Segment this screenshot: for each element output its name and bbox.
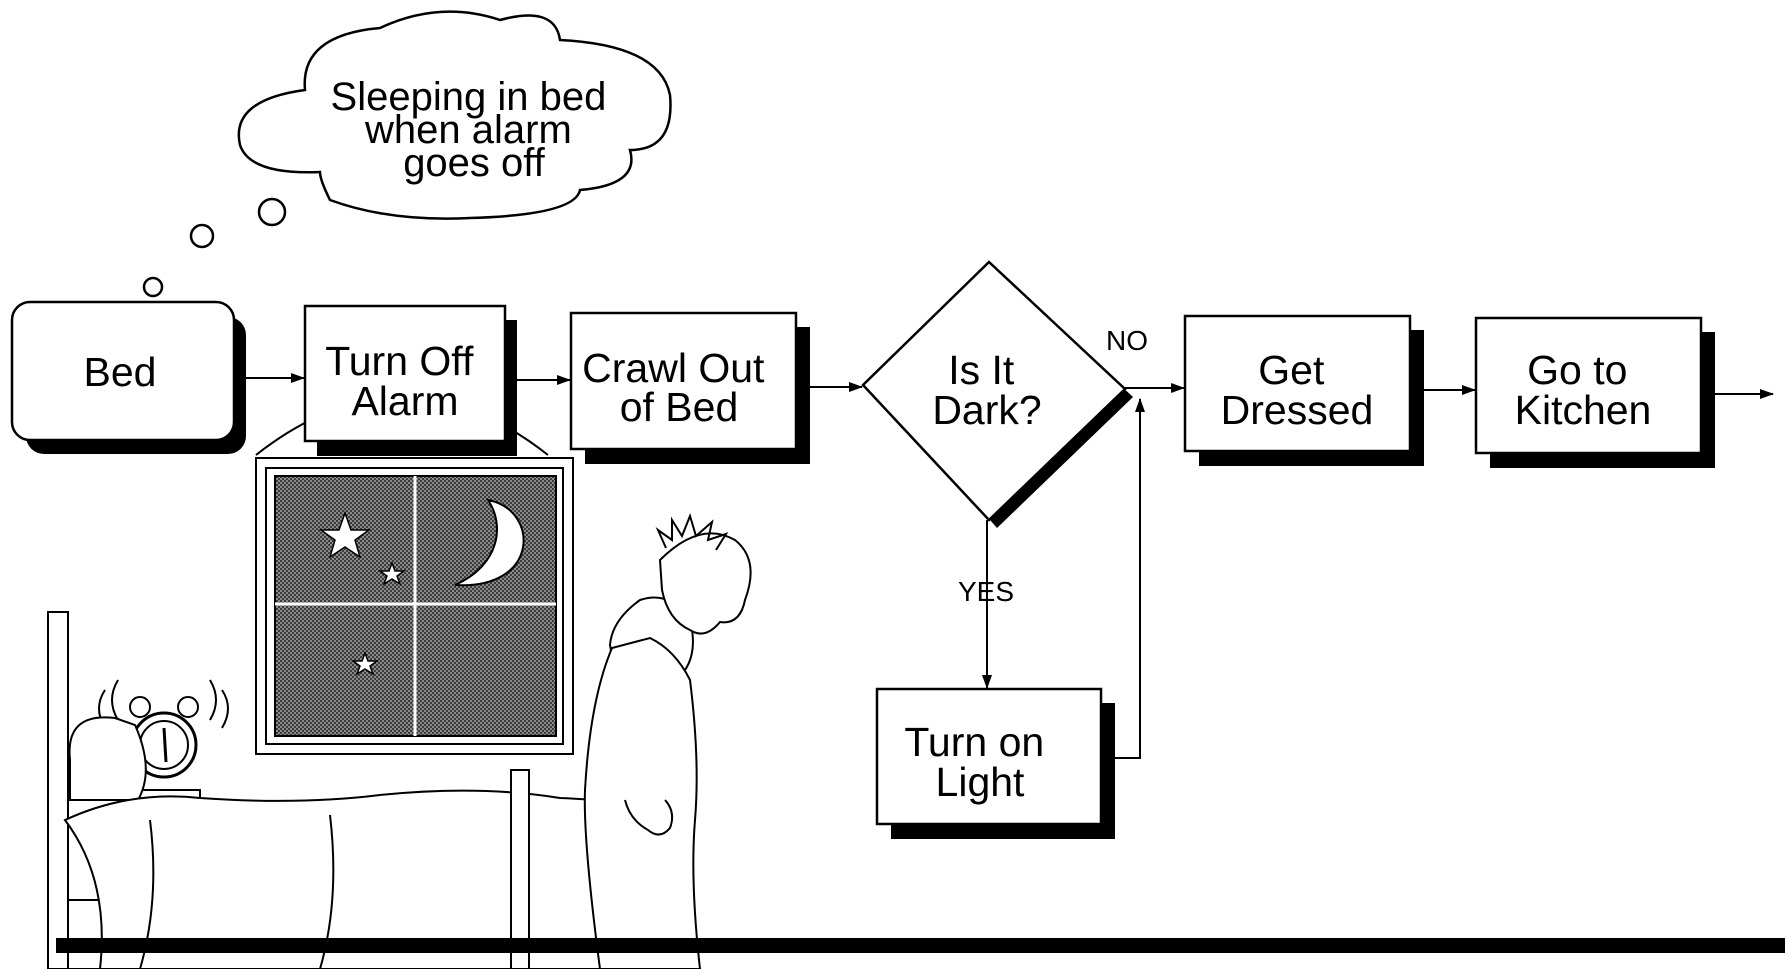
svg-text:Bed: Bed: [84, 349, 157, 395]
node-get-dressed-line-2: Dressed: [1221, 387, 1374, 433]
node-bed-label: Bed: [84, 349, 157, 395]
bed-headboard-post: [48, 612, 68, 969]
node-is-it-dark: Is It Dark?: [863, 262, 1133, 528]
thought-dot-small: [144, 278, 162, 296]
node-turn-off-alarm: Turn Off Alarm: [305, 306, 517, 456]
thought-line-3: goes off: [403, 141, 545, 185]
node-bed: Bed: [12, 302, 246, 454]
node-get-dressed: Get Dressed: [1185, 316, 1424, 466]
node-crawl-out-line-2: of Bed: [620, 384, 739, 430]
edge-label-no: NO: [1106, 325, 1148, 356]
svg-text:Is It Dark?: Is It Dark?: [932, 347, 1041, 433]
thought-bubble: Sleeping in bed when alarm goes off: [144, 12, 671, 296]
node-turn-on-light-line-2: Light: [936, 759, 1026, 805]
node-turn-on-light: Turn on Light: [877, 689, 1115, 839]
svg-text:Go to Kitchen: Go to Kitchen: [1515, 347, 1652, 433]
edge-label-yes: YES: [958, 576, 1014, 607]
node-go-to-kitchen: Go to Kitchen: [1476, 318, 1715, 468]
thought-dot-large: [259, 199, 285, 225]
thought-dot-medium: [191, 225, 213, 247]
pillow: [70, 717, 146, 800]
node-go-to-kitchen-line-2: Kitchen: [1515, 387, 1652, 433]
bedroom-illustration: [48, 398, 751, 969]
node-crawl-out-of-bed: Crawl Out of Bed: [571, 313, 810, 464]
floor-line: [56, 938, 1785, 953]
node-is-it-dark-line-2: Dark?: [932, 387, 1041, 433]
node-turn-off-alarm-line-2: Alarm: [351, 378, 458, 424]
edge-light-back-to-merge: [1115, 399, 1140, 758]
sleepy-person: [585, 516, 751, 969]
